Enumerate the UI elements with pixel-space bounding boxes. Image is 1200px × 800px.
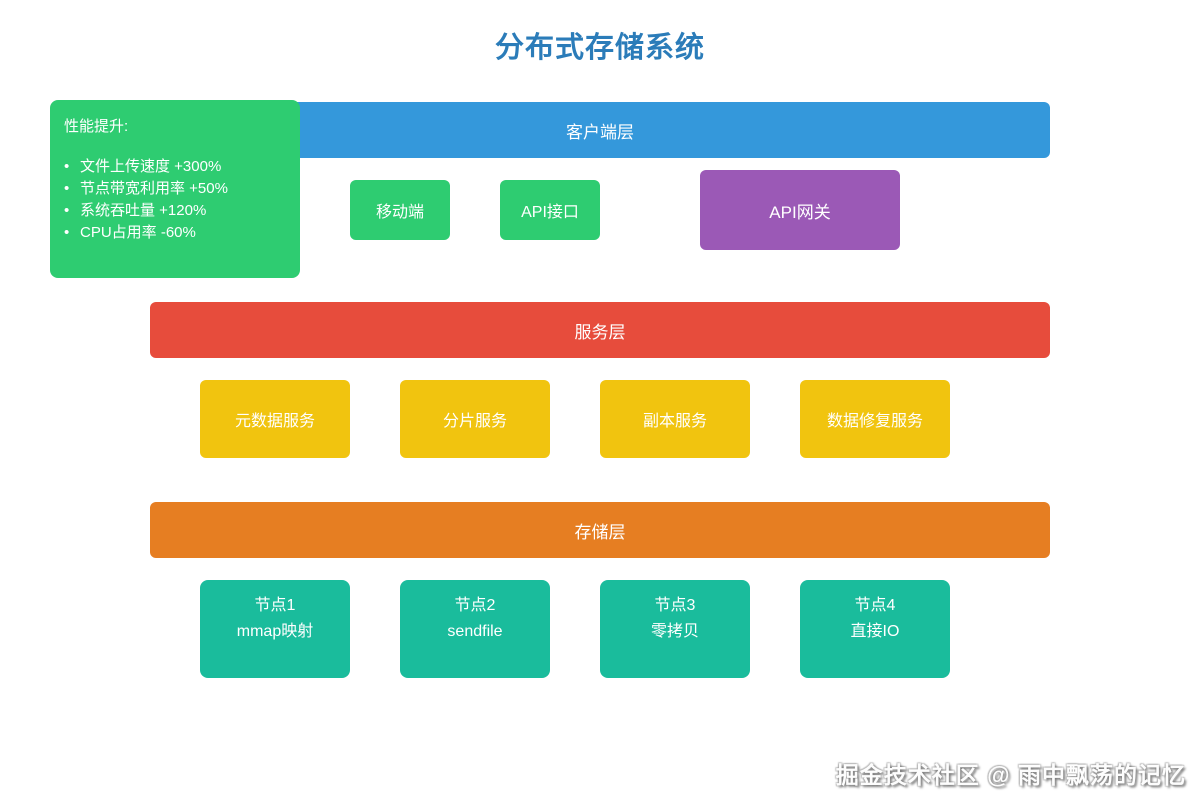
node-label: 移动端 — [375, 204, 424, 221]
node-shard-service: 分片服务 — [400, 380, 550, 458]
node-title: 节点2 — [454, 597, 496, 614]
node-storage-4: 节点4 直接IO — [800, 580, 950, 678]
layer-label-service: 服务层 — [574, 322, 626, 342]
node-api-gateway: API网关 — [700, 170, 900, 250]
performance-item-throughput: • 系统吞吐量 +120% — [64, 200, 286, 222]
performance-item-cpu: • CPU占用率 -60% — [64, 222, 286, 244]
node-label: API网关 — [769, 202, 831, 222]
node-mobile-client: 移动端 — [350, 180, 450, 240]
node-subtitle: sendfile — [447, 623, 503, 640]
page-title: 分布式存储系统 — [494, 32, 705, 64]
node-metadata-service: 元数据服务 — [200, 380, 350, 458]
node-label: 副本服务 — [642, 413, 707, 430]
node-subtitle: 直接IO — [850, 623, 900, 640]
layer-bar-client: 客户端层 — [150, 102, 1050, 158]
performance-item-text: 系统吞吐量 +120% — [80, 202, 207, 219]
performance-list: • 文件上传速度 +300% • 节点带宽利用率 +50% • 系统吞吐量 +1… — [64, 156, 286, 244]
node-storage-2: 节点2 sendfile — [400, 580, 550, 678]
layer-bar-service: 服务层 — [150, 302, 1050, 358]
node-replica-service: 副本服务 — [600, 380, 750, 458]
node-label: 分片服务 — [442, 413, 507, 430]
layer-label-storage: 存储层 — [574, 522, 626, 542]
bullet-icon: • — [64, 180, 70, 197]
layer-bar-storage: 存储层 — [150, 502, 1050, 558]
watermark: 掘金技术社区 @ 雨中飘荡的记忆 — [835, 762, 1186, 788]
performance-item-text: 文件上传速度 +300% — [80, 158, 222, 175]
node-storage-1: 节点1 mmap映射 — [200, 580, 350, 678]
performance-item-upload-speed: • 文件上传速度 +300% — [64, 156, 286, 178]
performance-item-text: CPU占用率 -60% — [80, 224, 196, 241]
node-label: 数据修复服务 — [826, 413, 923, 430]
node-subtitle: mmap映射 — [236, 623, 314, 640]
node-label: API接口 — [521, 204, 579, 221]
node-label: 元数据服务 — [234, 413, 315, 430]
node-repair-service: 数据修复服务 — [800, 380, 950, 458]
bullet-icon: • — [64, 202, 70, 219]
performance-item-bandwidth: • 节点带宽利用率 +50% — [64, 178, 286, 200]
performance-item-text: 节点带宽利用率 +50% — [80, 180, 228, 197]
bullet-icon: • — [64, 158, 70, 175]
node-title: 节点3 — [654, 597, 696, 614]
performance-panel-title: 性能提升: — [64, 118, 129, 135]
node-title: 节点4 — [854, 597, 896, 614]
node-api-interface: API接口 — [500, 180, 600, 240]
performance-panel: 性能提升: • 文件上传速度 +300% • 节点带宽利用率 +50% • 系统… — [50, 100, 300, 278]
node-title: 节点1 — [254, 597, 296, 614]
node-subtitle: 零拷贝 — [650, 623, 699, 640]
bullet-icon: • — [64, 224, 70, 241]
node-storage-3: 节点3 零拷贝 — [600, 580, 750, 678]
layer-label-client: 客户端层 — [566, 122, 634, 142]
